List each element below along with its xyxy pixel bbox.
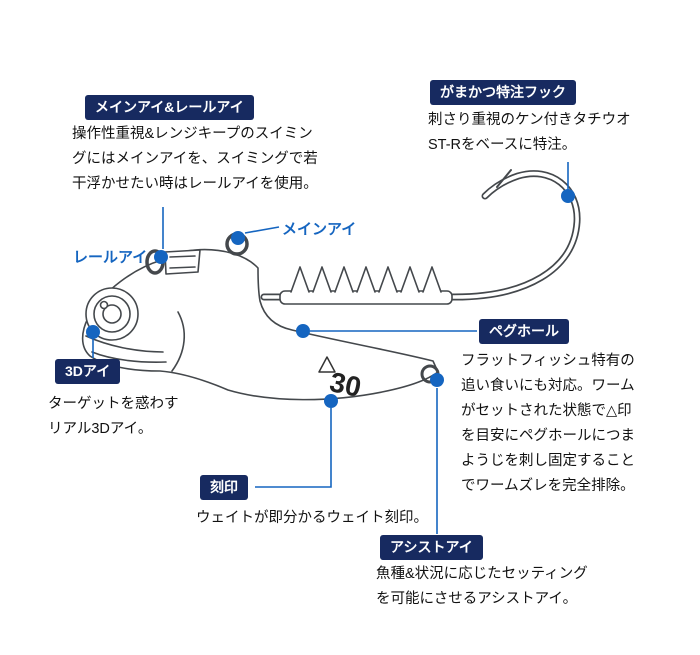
- desc-line: ウェイトが即分かるウェイト刻印。: [196, 510, 428, 526]
- keeper-rib: [290, 266, 310, 293]
- desc-line: フラットフィッシュ特有の: [461, 353, 635, 369]
- label-assist-eye: アシストアイ: [380, 535, 483, 560]
- tag-rail-eye: レールアイ: [73, 249, 148, 266]
- desc-peg-hole: フラットフィッシュ特有の 追い食いにも対応。ワーム がセットされた状態で△印 を…: [461, 349, 635, 499]
- label-peg-hole: ペグホール: [479, 319, 569, 344]
- desc-line: 魚種&状況に応じたセッティング: [376, 566, 588, 582]
- keeper-rib: [400, 266, 420, 293]
- desc-line: ターゲットを惑わす: [48, 396, 179, 412]
- keeper-rib: [334, 266, 354, 293]
- rail-slot-lower: [169, 266, 196, 269]
- desc-line: ST-Rをベースに特注。: [428, 137, 577, 153]
- label-main-rail-eye: メインアイ&レールアイ: [85, 95, 254, 120]
- triangle-mark: [318, 356, 336, 373]
- desc-line: 操作性重視&レンジキープのスイミン: [72, 126, 313, 142]
- desc-line: 追い食いにも対応。ワーム: [461, 378, 635, 394]
- marker-hook: [561, 189, 575, 203]
- keeper-rib: [378, 266, 398, 293]
- callout-dots: [86, 189, 575, 408]
- desc-line: 干浮かせたい時はレールアイを使用。: [72, 176, 318, 192]
- hook-barb: [496, 169, 512, 188]
- marker-main-eye: [231, 231, 245, 245]
- desc-engraving: ウェイトが即分かるウェイト刻印。: [196, 506, 428, 531]
- desc-line: を可能にさせるアシストアイ。: [376, 591, 578, 607]
- desc-assist-eye: 魚種&状況に応じたセッティング を可能にさせるアシストアイ。: [376, 562, 588, 612]
- callout-connectors: [92, 162, 569, 534]
- label-engraving: 刻印: [200, 475, 248, 500]
- gill-line: [171, 311, 186, 372]
- marker-3d-eye: [86, 325, 100, 339]
- connector-main-eye: [244, 226, 280, 234]
- desc-line: ようじを刺し固定すること: [461, 453, 635, 469]
- desc-line: を目安にペグホールにつま: [461, 428, 635, 444]
- tag-main-eye: メインアイ: [282, 221, 357, 238]
- desc-line: リアル3Dアイ。: [48, 421, 153, 437]
- desc-line: がセットされた状態で△印: [461, 403, 632, 419]
- keeper-rib: [422, 266, 442, 293]
- desc-line: 刺さり重視のケン付きタチウオ: [428, 112, 631, 128]
- marker-rail-eye: [154, 250, 168, 264]
- desc-3d-eye: ターゲットを惑わす リアル3Dアイ。: [48, 392, 179, 442]
- keeper-rib: [312, 266, 332, 293]
- desc-main-rail-eye: 操作性重視&レンジキープのスイミン グにはメインアイを、スイミングで若 干浮かせ…: [72, 122, 318, 197]
- desc-line: でワームズレを完全排除。: [461, 478, 635, 494]
- keeper-rib: [356, 266, 376, 293]
- desc-hook: 刺さり重視のケン付きタチウオ ST-Rをベースに特注。: [428, 108, 631, 158]
- mouth-line-lower: [91, 351, 167, 363]
- hook-wire-core: [262, 171, 579, 299]
- marker-engraving: [324, 394, 338, 408]
- desc-line: グにはメインアイを、スイミングで若: [72, 151, 318, 167]
- keeper-tube: [279, 290, 453, 305]
- label-3d-eye: 3Dアイ: [55, 359, 121, 384]
- connector-engraving: [255, 408, 332, 488]
- rail-slot-upper: [169, 255, 196, 258]
- eye-pupil: [102, 304, 122, 324]
- label-hook: がまかつ特注フック: [430, 80, 576, 105]
- marker-assist-eye: [430, 373, 444, 387]
- marker-peg-hole: [296, 324, 310, 338]
- eye-highlight: [99, 300, 109, 310]
- rail-bracket: [164, 249, 201, 275]
- jighead-body: [81, 169, 581, 401]
